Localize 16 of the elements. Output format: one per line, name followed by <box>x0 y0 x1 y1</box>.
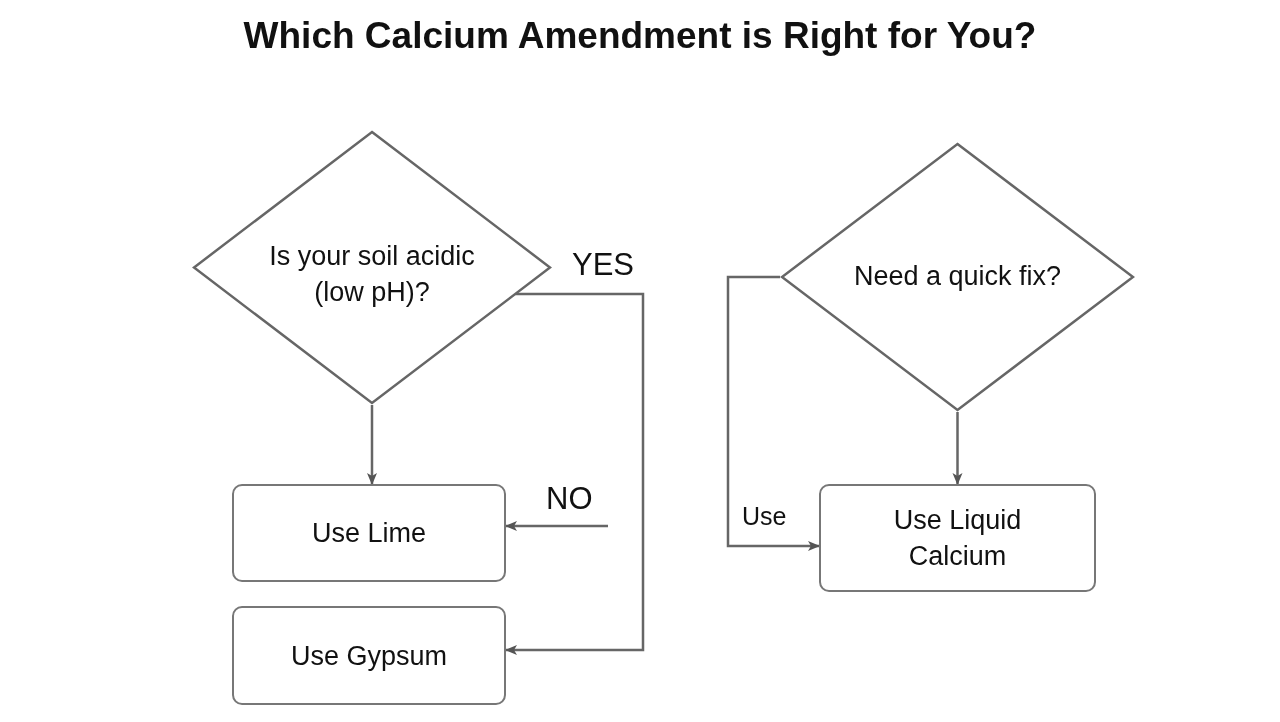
node-text: Use Gypsum <box>290 639 447 673</box>
arrow <box>505 521 608 531</box>
diagram-title: Which Calcium Amendment is Right for You? <box>243 14 1037 58</box>
arrow <box>505 292 645 655</box>
node-text: Is your soil acidic (low pH)? <box>268 240 476 309</box>
node-text: Use Lime <box>311 517 426 550</box>
node-text: Need a quick fix? <box>852 260 1063 293</box>
decision-diamond <box>780 142 1135 412</box>
arrow <box>952 412 963 485</box>
process-box <box>819 484 1096 592</box>
process-box <box>232 484 506 582</box>
process-box <box>232 606 506 705</box>
arrow <box>367 405 377 485</box>
arrow <box>726 275 820 551</box>
node-text: Use Liquid Calcium <box>892 504 1023 573</box>
decision-diamond <box>192 130 552 405</box>
